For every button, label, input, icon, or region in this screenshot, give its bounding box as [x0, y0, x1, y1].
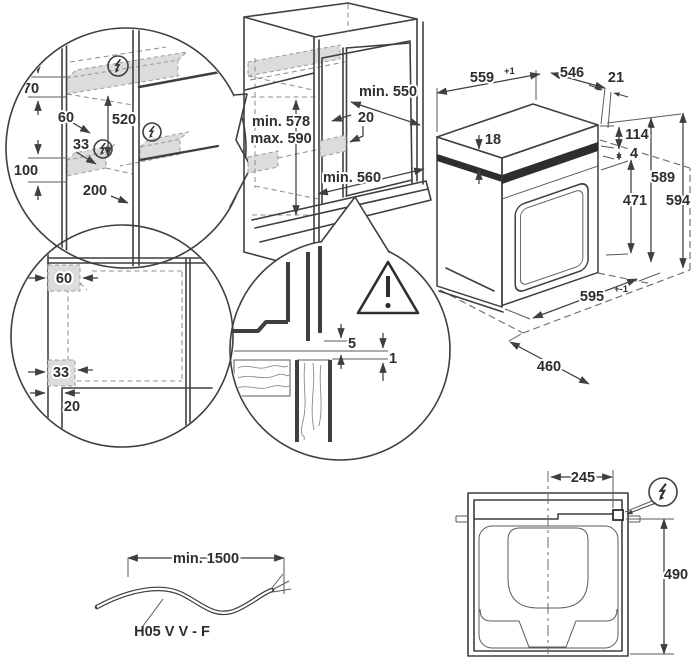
- wire-ends: [270, 573, 292, 593]
- warning-icon: [356, 260, 420, 315]
- dim-body-depth: 546: [560, 65, 584, 81]
- oven-door-window: [514, 183, 589, 292]
- oven-drawing: 559 +1 546 21 18 114 4 589 594 471 595 +…: [436, 63, 692, 385]
- dim-terminal-offset: 245: [571, 470, 595, 486]
- dim-front-gap: 60: [56, 271, 72, 287]
- dim-floor-gap: 1: [389, 351, 397, 367]
- dim-min-depth: min. 550: [359, 84, 417, 100]
- dim-edge-offset: 20: [64, 399, 80, 415]
- dim-520: 520: [112, 112, 136, 128]
- dim-counter-gap: 5: [348, 336, 356, 352]
- detail-circle-rails: 70 60 520 33 100 200: [5, 27, 252, 269]
- dim-top-trim: 18: [485, 132, 501, 148]
- dim-front-width: 595: [580, 289, 604, 305]
- dim-100: 100: [14, 163, 38, 179]
- magnifier-circle: [5, 27, 247, 269]
- dim-gap: 4: [630, 146, 638, 162]
- electric-connection-icon: [658, 482, 668, 502]
- dim-33: 33: [73, 137, 89, 153]
- detail-circle-gaps: 5 1: [229, 196, 451, 461]
- dim-top-width: 559: [470, 70, 494, 86]
- mains-terminal: [612, 509, 624, 521]
- oven-door-handle: [445, 267, 495, 292]
- dim-bottom-depth: 460: [537, 359, 561, 375]
- dim-cable-length: min. 1500: [173, 551, 239, 567]
- callout-pointer: [320, 196, 390, 253]
- dim-60: 60: [58, 110, 74, 126]
- dim-door-offset: 21: [608, 70, 624, 86]
- dim-front-width-tolerance: +-1: [614, 284, 629, 295]
- dim-min-height: min. 578: [252, 114, 310, 130]
- dim-front-height: 594: [666, 193, 690, 209]
- dim-terminal-height: 490: [664, 567, 688, 583]
- dim-max-height: max. 590: [250, 131, 311, 147]
- dim-rail-inset: 20: [358, 110, 374, 126]
- cable-type-label: H05 V V - F: [134, 624, 210, 640]
- magnifier-circle: [10, 224, 234, 448]
- dim-top-width-tolerance: +1: [504, 66, 516, 77]
- dim-panel-height: 114: [625, 127, 648, 143]
- dim-door-height: 471: [623, 193, 647, 209]
- dim-min-width: min. 560: [323, 170, 381, 186]
- power-cable-drawing: min. 1500 H05 V V - F: [94, 549, 292, 640]
- back-view-drawing: 245 490: [455, 468, 690, 657]
- detail-circle-plan: 60 33 20: [10, 224, 234, 448]
- dim-body-height: 589: [651, 170, 675, 186]
- cabinet-drawing: min. 578 max. 590 min. 550 20 min. 560: [243, 2, 432, 272]
- dim-side-gap: 33: [53, 365, 69, 381]
- dim-200: 200: [83, 183, 107, 199]
